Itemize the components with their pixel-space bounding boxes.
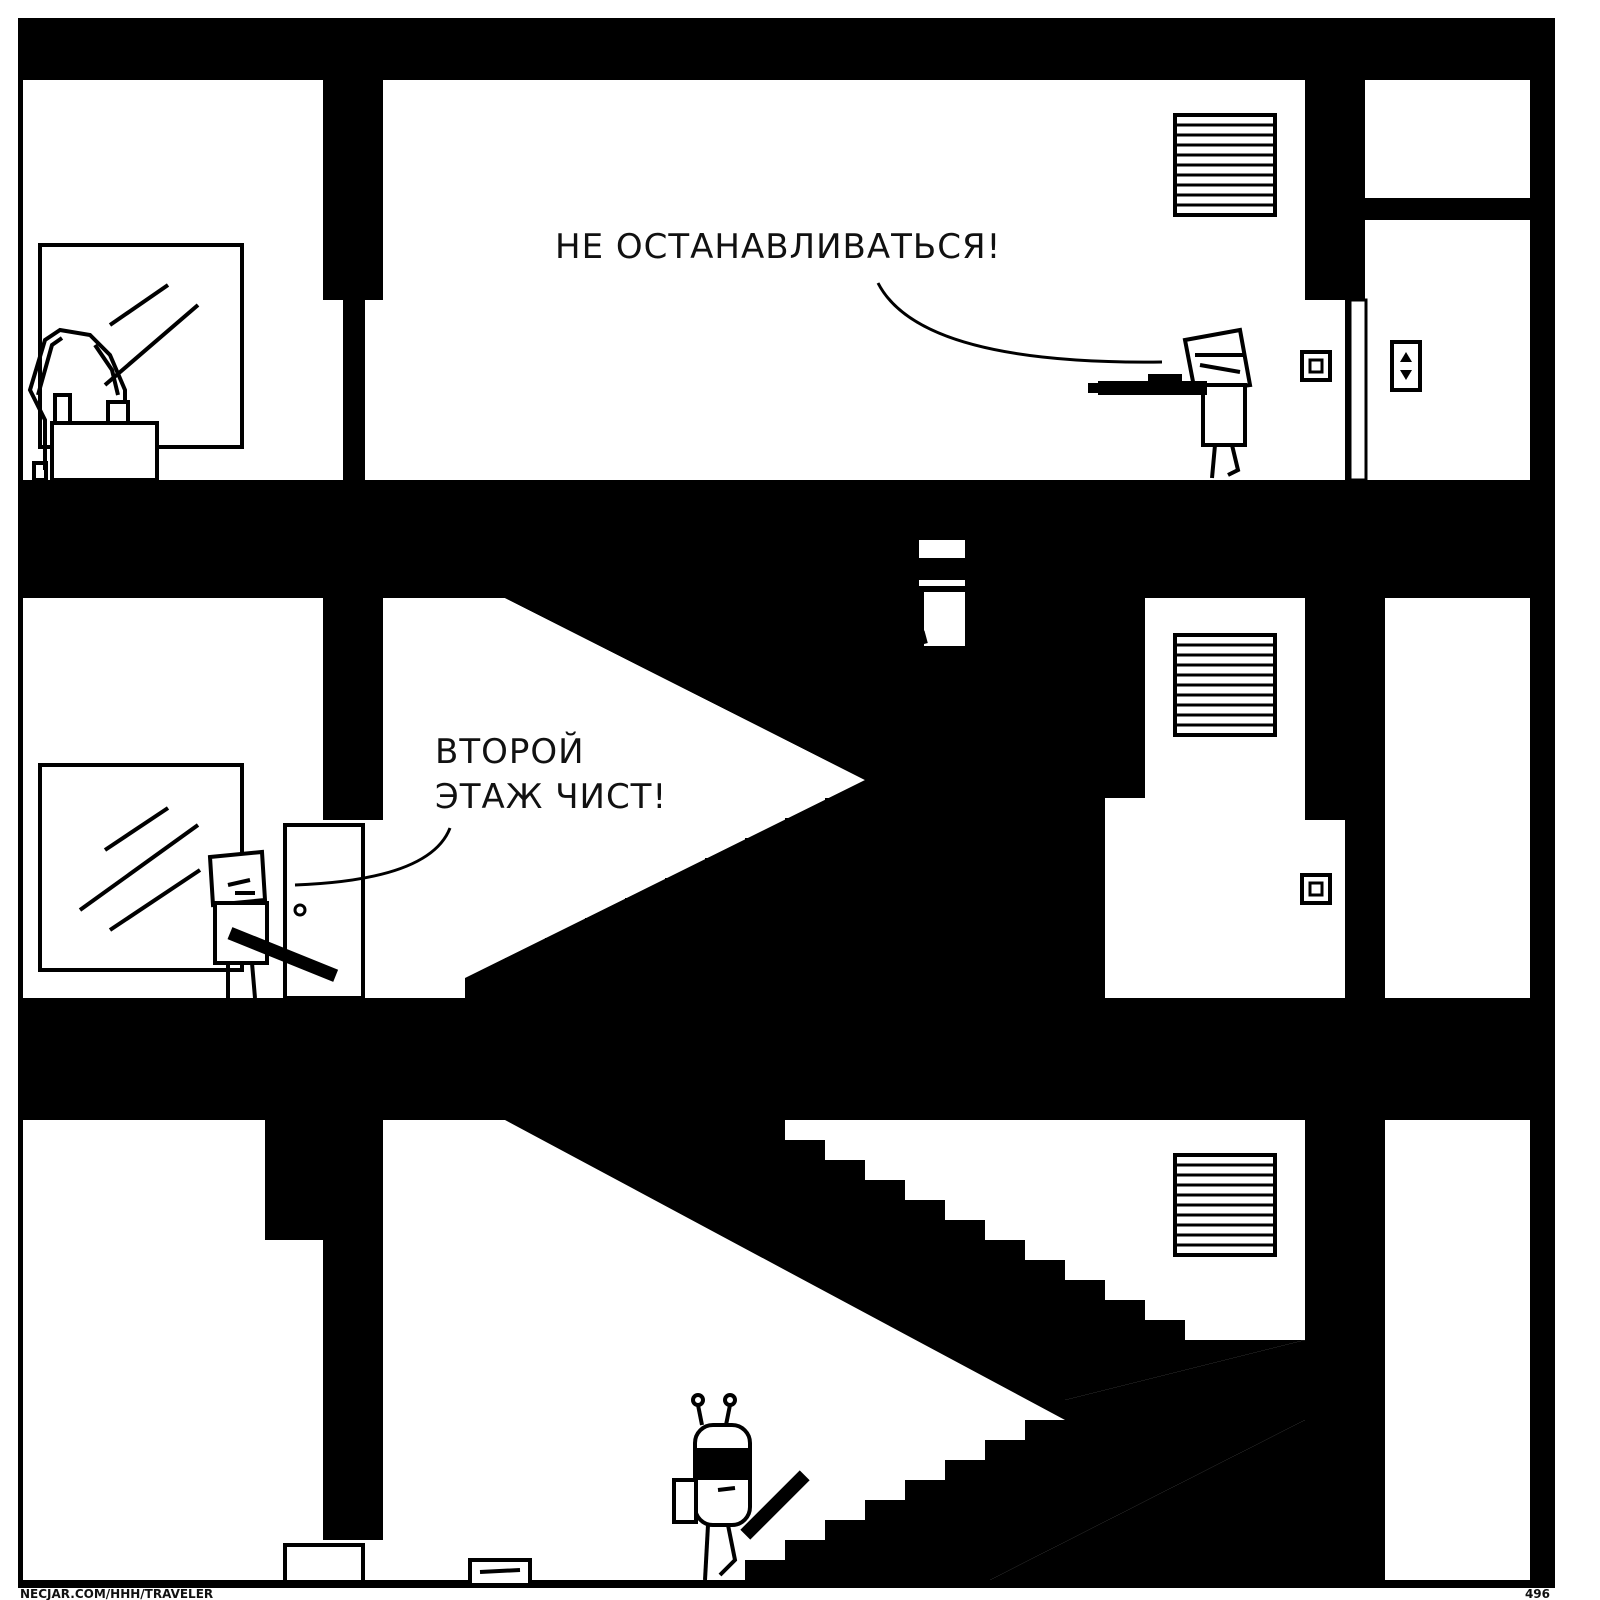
soldier-second-floor	[207, 849, 339, 999]
speech-text-top: НЕ ОСТАНАВЛИВАТЬСЯ!	[555, 227, 1001, 267]
page-number: 496	[1525, 1587, 1550, 1600]
desk-with-robot-arm	[27, 327, 159, 482]
vent-top	[1173, 113, 1277, 217]
building-structure	[18, 18, 1555, 1588]
vent-bottom	[1173, 1153, 1277, 1257]
staircase-bottom	[505, 1120, 1305, 1580]
speech-tail-top	[876, 282, 1163, 364]
speech-text-middle-line1: ВТОРОЙ	[435, 731, 585, 772]
staircase-middle	[465, 598, 1105, 998]
footer-credit: NECJAR.COM/HHH/TRAVELER	[20, 1587, 213, 1600]
character-peeking	[468, 1558, 532, 1587]
speech-tail-middle	[294, 827, 452, 887]
soldier-top-floor	[1088, 327, 1253, 479]
crate-bottom	[283, 1543, 365, 1584]
elevator-door-edge	[1348, 298, 1368, 482]
wall-button-middle	[1300, 873, 1332, 905]
soldier-on-stairs	[867, 536, 982, 681]
speech-text-middle-line2: ЭТАЖ ЧИСТ!	[435, 777, 667, 817]
elevator-call-panel	[1390, 340, 1422, 392]
window-top	[38, 243, 244, 449]
character-antennae	[672, 1393, 810, 1581]
wall-button-top	[1300, 350, 1332, 382]
vent-middle	[1173, 633, 1277, 737]
